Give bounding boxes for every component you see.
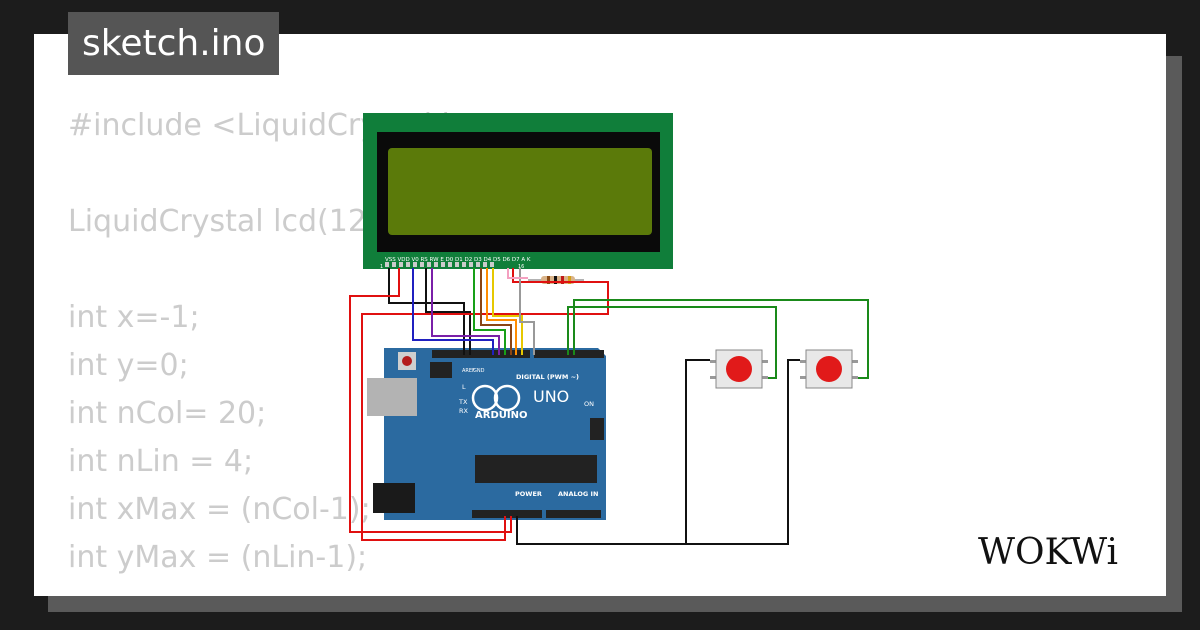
power-jack bbox=[373, 483, 415, 513]
pushbutton-2[interactable] bbox=[800, 349, 858, 389]
lcd-pin-first: 1 bbox=[380, 264, 383, 270]
aref-label: AREF bbox=[462, 368, 475, 374]
lcd-pin-last: 16 bbox=[518, 264, 524, 270]
lcd-display[interactable]: VSS VDD V0 RS RW E D0 D1 D2 D3 D4 D5 D6 … bbox=[363, 113, 673, 270]
wires bbox=[349, 268, 869, 545]
power-header bbox=[472, 510, 542, 518]
arduino-uno-board[interactable]: UNO ARDUINO DIGITAL (PWM ~) POWER ANALOG… bbox=[367, 348, 606, 520]
tx-led-label: TX bbox=[458, 398, 468, 406]
lcd-header-pins bbox=[385, 262, 494, 267]
gnd-label: GND bbox=[473, 368, 485, 374]
wokwi-logo: WOKWi bbox=[978, 532, 1118, 573]
sketch-title: sketch.ino bbox=[68, 12, 280, 75]
l-led-label: L bbox=[462, 383, 466, 391]
icsp-header-2 bbox=[590, 418, 604, 440]
code-line: int nLin = 4; bbox=[68, 444, 254, 479]
board-model-label: UNO bbox=[533, 387, 569, 406]
code-line: LiquidCrystal lcd(12 bbox=[68, 204, 367, 239]
lcd-pin-labels: VSS VDD V0 RS RW E D0 D1 D2 D3 D4 D5 D6 … bbox=[385, 257, 531, 263]
code-line: int yMax = (nLin-1); bbox=[68, 540, 368, 575]
code-line: int nCol= 20; bbox=[68, 396, 267, 431]
arduino-infinity-logo bbox=[471, 384, 499, 412]
board-brand-label: ARDUINO bbox=[475, 410, 527, 421]
analog-header bbox=[546, 510, 601, 518]
pushbutton-1[interactable] bbox=[710, 349, 768, 389]
on-led-label: ON bbox=[584, 400, 594, 408]
atmega-chip bbox=[475, 455, 597, 483]
code-line: int x=-1; bbox=[68, 300, 200, 335]
power-label: POWER bbox=[515, 490, 542, 498]
analog-label: ANALOG IN bbox=[558, 490, 598, 498]
rx-led-label: RX bbox=[459, 407, 469, 415]
digital-label: DIGITAL (PWM ~) bbox=[516, 373, 579, 381]
usb-connector bbox=[367, 378, 417, 416]
lcd-screen bbox=[388, 148, 652, 235]
wokwi-logo-text: WOKWi bbox=[978, 532, 1118, 573]
code-line: int y=0; bbox=[68, 348, 189, 383]
digital-header-left bbox=[432, 350, 530, 358]
icsp-header bbox=[430, 362, 452, 378]
